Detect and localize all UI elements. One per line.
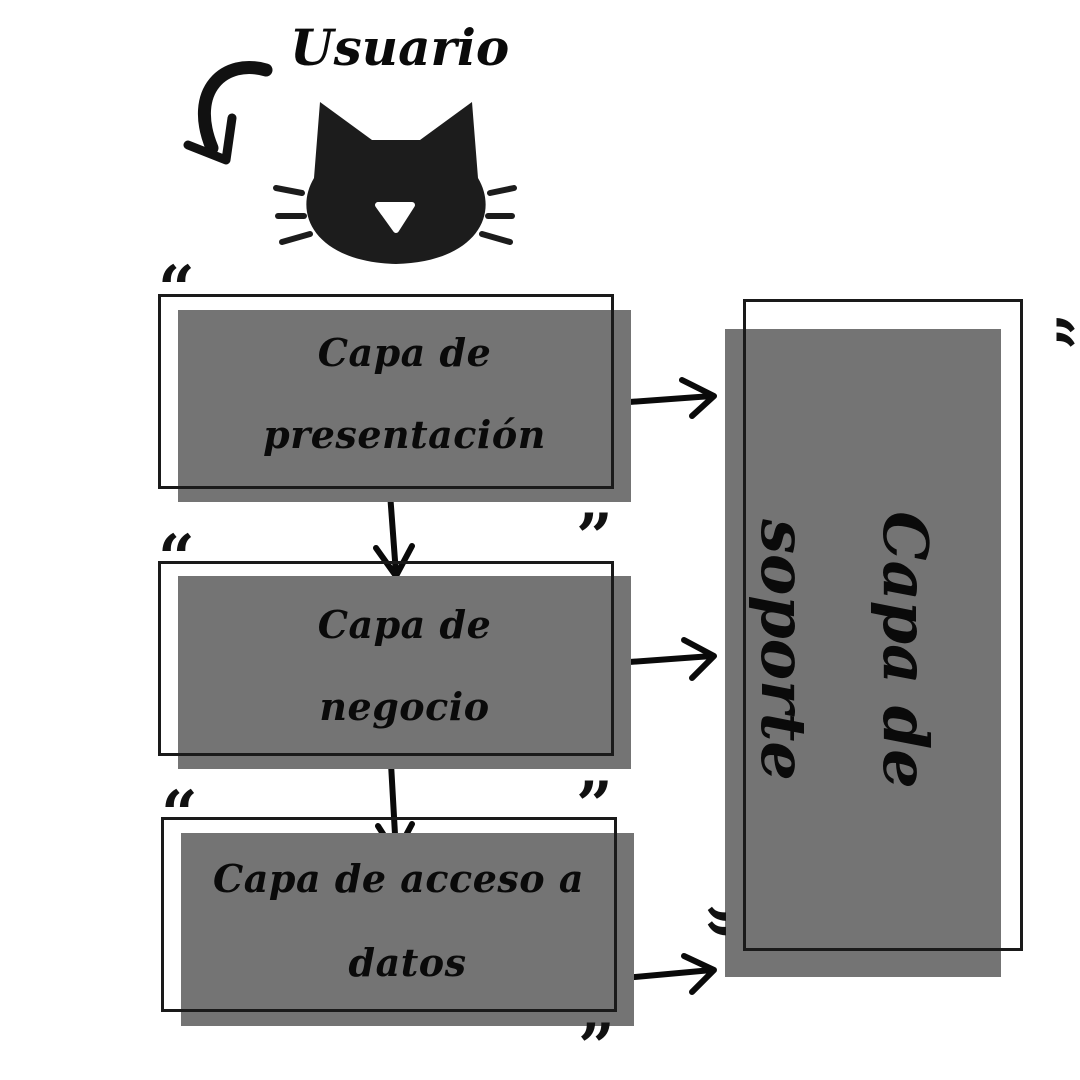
node-business-frame bbox=[158, 561, 614, 756]
node-business-fill bbox=[178, 576, 631, 769]
quote-close-mark: ” bbox=[663, 903, 739, 941]
diagram-title: Usuario bbox=[290, 18, 510, 77]
node-support-label: Capa de soporte bbox=[747, 425, 942, 875]
quote-open-mark: “ bbox=[1011, 313, 1080, 351]
node-presentation-fill bbox=[178, 310, 631, 502]
node-data-access-label-1: Capa de acceso a bbox=[213, 856, 584, 901]
quote-close-mark: ” bbox=[576, 768, 613, 843]
node-data-access-frame bbox=[161, 817, 617, 1012]
curved-arrow-icon bbox=[183, 61, 273, 165]
quote-open-mark: “ bbox=[161, 777, 198, 852]
quote-open-mark: “ bbox=[158, 521, 195, 596]
node-support-frame bbox=[743, 299, 1023, 951]
node-business-label-1: Capa de bbox=[317, 602, 492, 647]
quote-close-mark: ” bbox=[576, 500, 613, 575]
node-support-label-2: soporte bbox=[747, 519, 820, 781]
cat-icon bbox=[273, 102, 517, 264]
node-data-access-label-2: datos bbox=[348, 940, 467, 985]
node-support-label-1: Capa de bbox=[869, 511, 942, 789]
node-presentation-label-2: presentación bbox=[263, 412, 546, 457]
node-support-fill bbox=[725, 329, 1001, 977]
node-business-label-2: negocio bbox=[319, 684, 490, 729]
node-data-access-fill bbox=[181, 833, 634, 1026]
node-presentation-frame bbox=[158, 294, 614, 489]
quote-close-mark: ” bbox=[578, 1010, 615, 1080]
node-presentation-label-1: Capa de bbox=[317, 330, 492, 375]
quote-open-mark: “ bbox=[158, 252, 195, 327]
